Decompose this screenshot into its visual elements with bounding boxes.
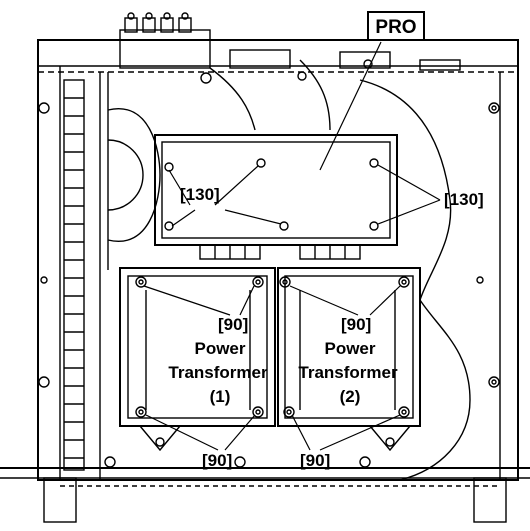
side-screws (38, 102, 500, 388)
pro-label: PRO (375, 17, 416, 38)
chassis-frame (37, 39, 519, 481)
screw-label-90-upper-left: [90] (218, 315, 248, 334)
capacitors (107, 108, 161, 242)
screw-label-130-left: [130] (180, 185, 220, 204)
transformer-2-label: Power Transformer (2) (298, 339, 398, 406)
mounting-tabs (104, 425, 411, 468)
leader-lines (143, 41, 441, 451)
transformer-2-line1: Power (324, 339, 375, 358)
pro-board (154, 134, 398, 260)
transformer-1-line3: (1) (210, 387, 231, 406)
transformer-1-line1: Power (194, 339, 245, 358)
screw-label-90-lower-left: [90] (202, 451, 232, 470)
transformer-2-housing (277, 267, 421, 427)
screw-label-130-right: [130] (444, 190, 484, 209)
transformer-1-label: Power Transformer (1) (168, 339, 268, 406)
front-panel-and-feet (0, 467, 530, 523)
pro-label-box (367, 11, 425, 41)
wiring-harness (209, 59, 471, 481)
transformer-2-line2: Transformer (298, 363, 398, 382)
screw-label-90-lower-right: [90] (300, 451, 330, 470)
top-connectors (119, 12, 461, 84)
terminal-strip (63, 79, 85, 471)
screw-label-90-upper-right: [90] (341, 315, 371, 334)
transformer-1-housing (119, 267, 276, 427)
transformer-1-line2: Transformer (168, 363, 268, 382)
transformer-2-line3: (2) (340, 387, 361, 406)
